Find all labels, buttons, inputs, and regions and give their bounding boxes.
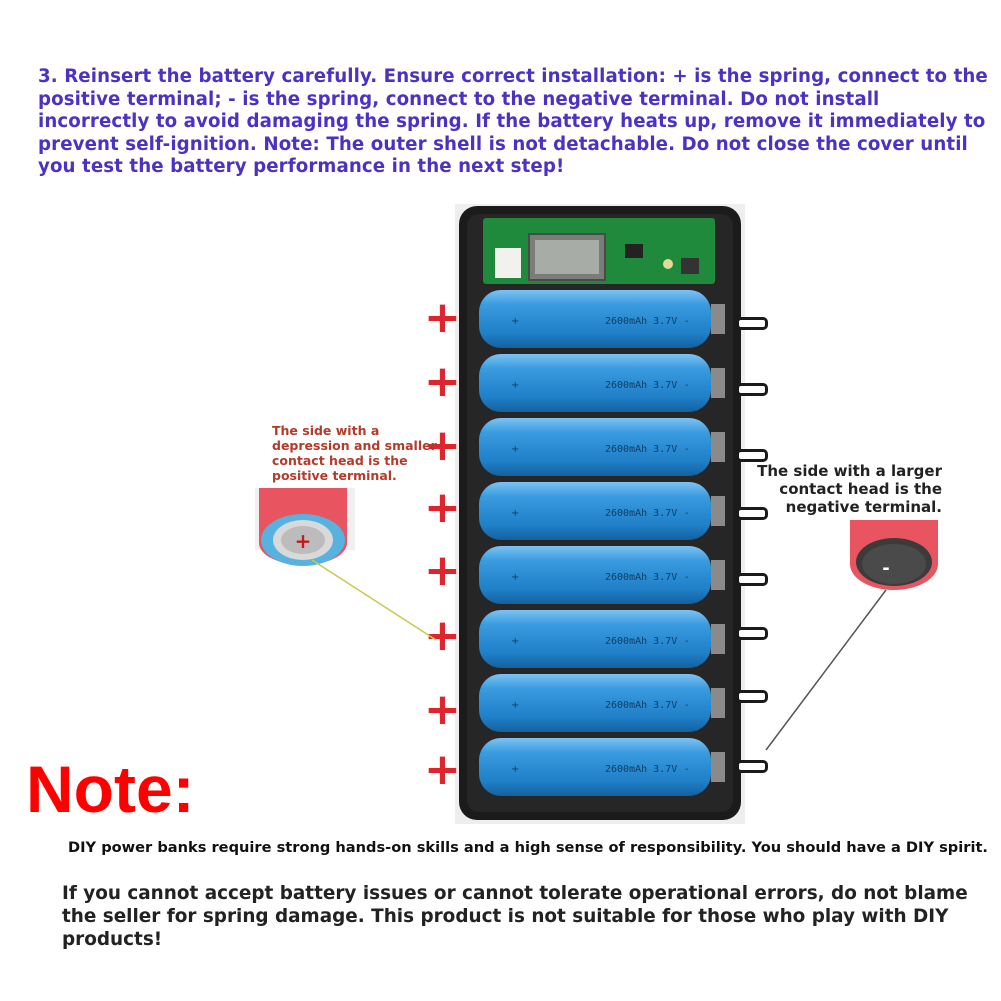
battery-minus-label: -: [685, 316, 689, 327]
battery-plus-label: +: [511, 508, 519, 519]
battery-plus-label: +: [511, 572, 519, 583]
battery-label: 2600mAh 3.7V: [605, 316, 677, 327]
battery-cell: 2600mAh 3.7V + -: [479, 290, 725, 348]
power-bank-illustration: 2600mAh 3.7V+-2600mAh 3.7V+-2600mAh 3.7V…: [459, 206, 741, 820]
spring-contact: [711, 368, 725, 398]
spring-contact: [711, 688, 725, 718]
battery-cell: 2600mAh 3.7V + -: [479, 546, 725, 604]
plus-marker: +: [424, 420, 461, 471]
positive-cell-mark: +: [295, 529, 312, 553]
plus-marker: +: [424, 610, 461, 661]
connector: [495, 248, 521, 278]
battery-cell: 2600mAh 3.7V + -: [479, 418, 725, 476]
note-title: Note:: [26, 752, 195, 826]
positive-terminal-label: The side with a depression and smaller c…: [272, 423, 437, 483]
battery-cell: 2600mAh 3.7V + -: [479, 610, 725, 668]
minus-marker: [736, 760, 768, 773]
battery-label: 2600mAh 3.7V: [605, 380, 677, 391]
minus-marker: [736, 573, 768, 586]
battery-minus-label: -: [685, 700, 689, 711]
battery-minus-label: -: [685, 636, 689, 647]
battery-plus-label: +: [511, 316, 519, 327]
minus-marker: [736, 383, 768, 396]
negative-cell-mark: -: [882, 558, 889, 579]
battery-plus-label: +: [511, 380, 519, 391]
minus-marker: [736, 690, 768, 703]
battery-minus-label: -: [685, 508, 689, 519]
battery-cell: 2600mAh 3.7V + -: [479, 354, 725, 412]
battery-cell: 2600mAh 3.7V + -: [479, 482, 725, 540]
battery-label: 2600mAh 3.7V: [605, 764, 677, 775]
battery-label: 2600mAh 3.7V: [605, 700, 677, 711]
spring-contact: [711, 304, 725, 334]
instructions-text: 3. Reinsert the battery carefully. Ensur…: [38, 66, 988, 178]
battery-label: 2600mAh 3.7V: [605, 444, 677, 455]
plus-marker: +: [424, 356, 461, 407]
battery-cell: 2600mAh 3.7V + -: [479, 674, 725, 732]
plus-marker: +: [424, 545, 461, 596]
plus-marker: +: [424, 744, 461, 795]
minus-marker: [736, 449, 768, 462]
battery-label: 2600mAh 3.7V: [605, 636, 677, 647]
minus-marker: [736, 627, 768, 640]
plus-marker: +: [424, 482, 461, 533]
spring-contact: [711, 752, 725, 782]
power-bank-photo: 2600mAh 3.7V+-2600mAh 3.7V+-2600mAh 3.7V…: [455, 204, 745, 824]
battery-minus-label: -: [685, 444, 689, 455]
minus-marker: [736, 507, 768, 520]
minus-marker: [736, 317, 768, 330]
battery-cell: 2600mAh 3.7V + -: [479, 738, 725, 796]
spring-contact: [711, 624, 725, 654]
spring-contact: [711, 560, 725, 590]
warning-text: If you cannot accept battery issues or c…: [62, 883, 968, 950]
negative-cell-photo: -: [850, 520, 938, 590]
battery-minus-label: -: [685, 380, 689, 391]
battery-minus-label: -: [685, 764, 689, 775]
battery-plus-label: +: [511, 764, 519, 775]
battery-label: 2600mAh 3.7V: [605, 572, 677, 583]
plus-marker: +: [424, 292, 461, 343]
battery-plus-label: +: [511, 444, 519, 455]
note-line: DIY power banks require strong hands-on …: [68, 839, 988, 856]
positive-cell-photo: +: [255, 488, 355, 566]
battery-label: 2600mAh 3.7V: [605, 508, 677, 519]
spring-contact: [711, 432, 725, 462]
battery-plus-label: +: [511, 700, 519, 711]
negative-terminal-label: The side with a larger contact head is t…: [757, 462, 942, 516]
negative-pointer-line: [765, 589, 887, 751]
battery-minus-label: -: [685, 572, 689, 583]
spring-contact: [711, 496, 725, 526]
battery-plus-label: +: [511, 636, 519, 647]
plus-marker: +: [424, 684, 461, 735]
